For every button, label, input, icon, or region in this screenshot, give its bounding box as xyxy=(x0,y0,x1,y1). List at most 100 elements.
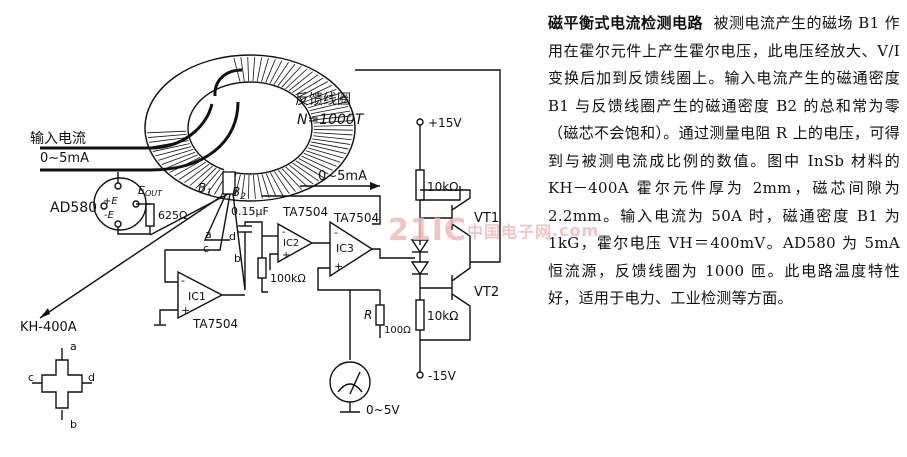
vt2-label: VT2 xyxy=(474,285,499,300)
coil-turn xyxy=(309,101,346,112)
kh-d-label: d xyxy=(88,371,95,384)
coil-turn xyxy=(305,92,340,106)
b1-label: B1 xyxy=(198,181,212,198)
coil-turn xyxy=(300,84,333,101)
coil-turn xyxy=(261,174,270,198)
coil-turn xyxy=(313,135,352,141)
eout-label: EOUT xyxy=(138,184,163,198)
coil-turn xyxy=(285,166,308,188)
input-conductor xyxy=(40,68,243,172)
ic3-type: TA7504 xyxy=(333,211,379,225)
circuit-diagram: 反馈线圈 N=1000T 输入电流 0~5mA B1 B2 AD580 EOUT… xyxy=(20,54,501,431)
kh-c-label: c xyxy=(28,371,34,384)
input-range-label: 0~5mA xyxy=(40,151,89,166)
watermark-logo: 21IC中国电子网.com xyxy=(388,213,600,248)
coil-turn xyxy=(298,81,329,98)
toroid-core xyxy=(144,54,356,202)
coil-turn xyxy=(298,158,329,175)
transistor-vt2: VT2 xyxy=(420,262,499,341)
coil-turn xyxy=(252,57,256,82)
coil-turn xyxy=(161,151,196,165)
ic3-label: IC3 xyxy=(336,242,354,255)
coil-turn xyxy=(178,161,207,180)
coil-turn xyxy=(252,174,256,199)
coil-turn xyxy=(195,167,217,189)
ic2-label: IC2 xyxy=(283,238,299,249)
coil-turn xyxy=(309,144,347,154)
coil-turn xyxy=(288,71,313,92)
hall-element-symbol: KH-400A a c d b xyxy=(20,320,95,431)
coil-turn xyxy=(207,170,225,194)
input-current-label: 输入电流 xyxy=(30,131,86,147)
coil-turn xyxy=(303,153,337,167)
ic1-plus: + xyxy=(181,304,190,317)
feedback-coil-winding xyxy=(147,57,353,200)
coil-turn xyxy=(158,149,194,161)
coil-turn xyxy=(295,77,324,96)
description-body: 被测电流产生的磁场 B1 作用在霍尔元件上产生霍尔电压，此电压经放大、V/I 变… xyxy=(548,14,900,307)
coil-turn xyxy=(265,173,277,197)
vminus-label: -15V xyxy=(428,369,457,383)
coil-turn xyxy=(184,163,210,184)
coil-turn xyxy=(201,169,221,191)
coil-turn xyxy=(305,150,341,163)
coil-turn xyxy=(311,141,349,150)
coil-turn xyxy=(312,138,351,145)
coil-turn xyxy=(312,110,351,118)
voltmeter: 0~5V xyxy=(329,361,400,417)
coil-turn xyxy=(313,120,353,124)
coil-turn xyxy=(256,57,263,82)
coil-turn xyxy=(265,59,276,83)
op-amp-ic2: - + IC2 TA7504 100kΩ xyxy=(257,205,330,293)
meter-range-label: 0~5V xyxy=(366,403,400,417)
ic2-type: TA7504 xyxy=(282,205,328,219)
coil-turn xyxy=(147,130,187,134)
b2-label: B2 xyxy=(232,185,246,202)
ad580-source: AD580 EOUT +E -E 625Ω xyxy=(50,172,187,235)
coil-turn xyxy=(274,171,290,194)
cap-label: 0.15μF xyxy=(231,205,269,218)
coil-turn xyxy=(277,169,296,192)
hall-element-in-gap xyxy=(222,171,236,195)
r625-label: 625Ω xyxy=(158,209,187,222)
output-stage: +15V 10kΩ 10kΩ -15V VT1 xyxy=(410,116,499,383)
ic3-minus: - xyxy=(334,226,338,239)
coil-turn xyxy=(241,174,246,199)
coil-turn xyxy=(269,172,284,196)
coil-turn xyxy=(281,66,302,88)
ic1-type: TA7504 xyxy=(192,317,238,331)
wire-c-label: c xyxy=(203,242,209,255)
ic2-plus: + xyxy=(282,250,290,261)
coil-turn xyxy=(303,88,337,103)
op-amp-ic3: - + IC3 TA7504 xyxy=(317,211,415,291)
coil-turn xyxy=(281,168,302,190)
coil-turn xyxy=(313,124,353,127)
coil-turn xyxy=(257,174,263,199)
wire-d-label: d xyxy=(229,230,236,243)
coil-turn xyxy=(269,60,283,84)
coil-turn xyxy=(313,132,353,136)
coil-turn xyxy=(147,133,187,138)
coil-turn xyxy=(240,57,245,82)
ic3-plus: + xyxy=(334,260,343,273)
kh-b-label: b xyxy=(70,418,77,431)
coil-turn xyxy=(247,57,250,82)
coil-turn xyxy=(189,165,213,186)
r10k-bottom-label: 10kΩ xyxy=(427,309,458,323)
kh400a-label: KH-400A xyxy=(20,320,77,335)
coil-turn xyxy=(307,147,344,159)
capacitor: 0.15μF xyxy=(231,205,269,290)
turns-label: N=1000T xyxy=(297,112,365,128)
coil-turn xyxy=(149,137,188,143)
hall-wires: a c d b xyxy=(39,193,246,319)
wire-b-label: b xyxy=(234,252,241,265)
coil-turn xyxy=(292,74,319,94)
wire-a-label: a xyxy=(205,228,212,241)
op-amp-ic1: - + IC1 TA7504 xyxy=(154,270,245,331)
feedback-path: 0~5mA xyxy=(262,69,501,263)
vplus-label: +15V xyxy=(428,116,462,130)
ic2-minus: - xyxy=(282,227,286,238)
coil-turn xyxy=(273,61,289,85)
description-title: 磁平衡式电流检测电路 xyxy=(548,14,703,32)
coil-turn xyxy=(313,115,352,121)
